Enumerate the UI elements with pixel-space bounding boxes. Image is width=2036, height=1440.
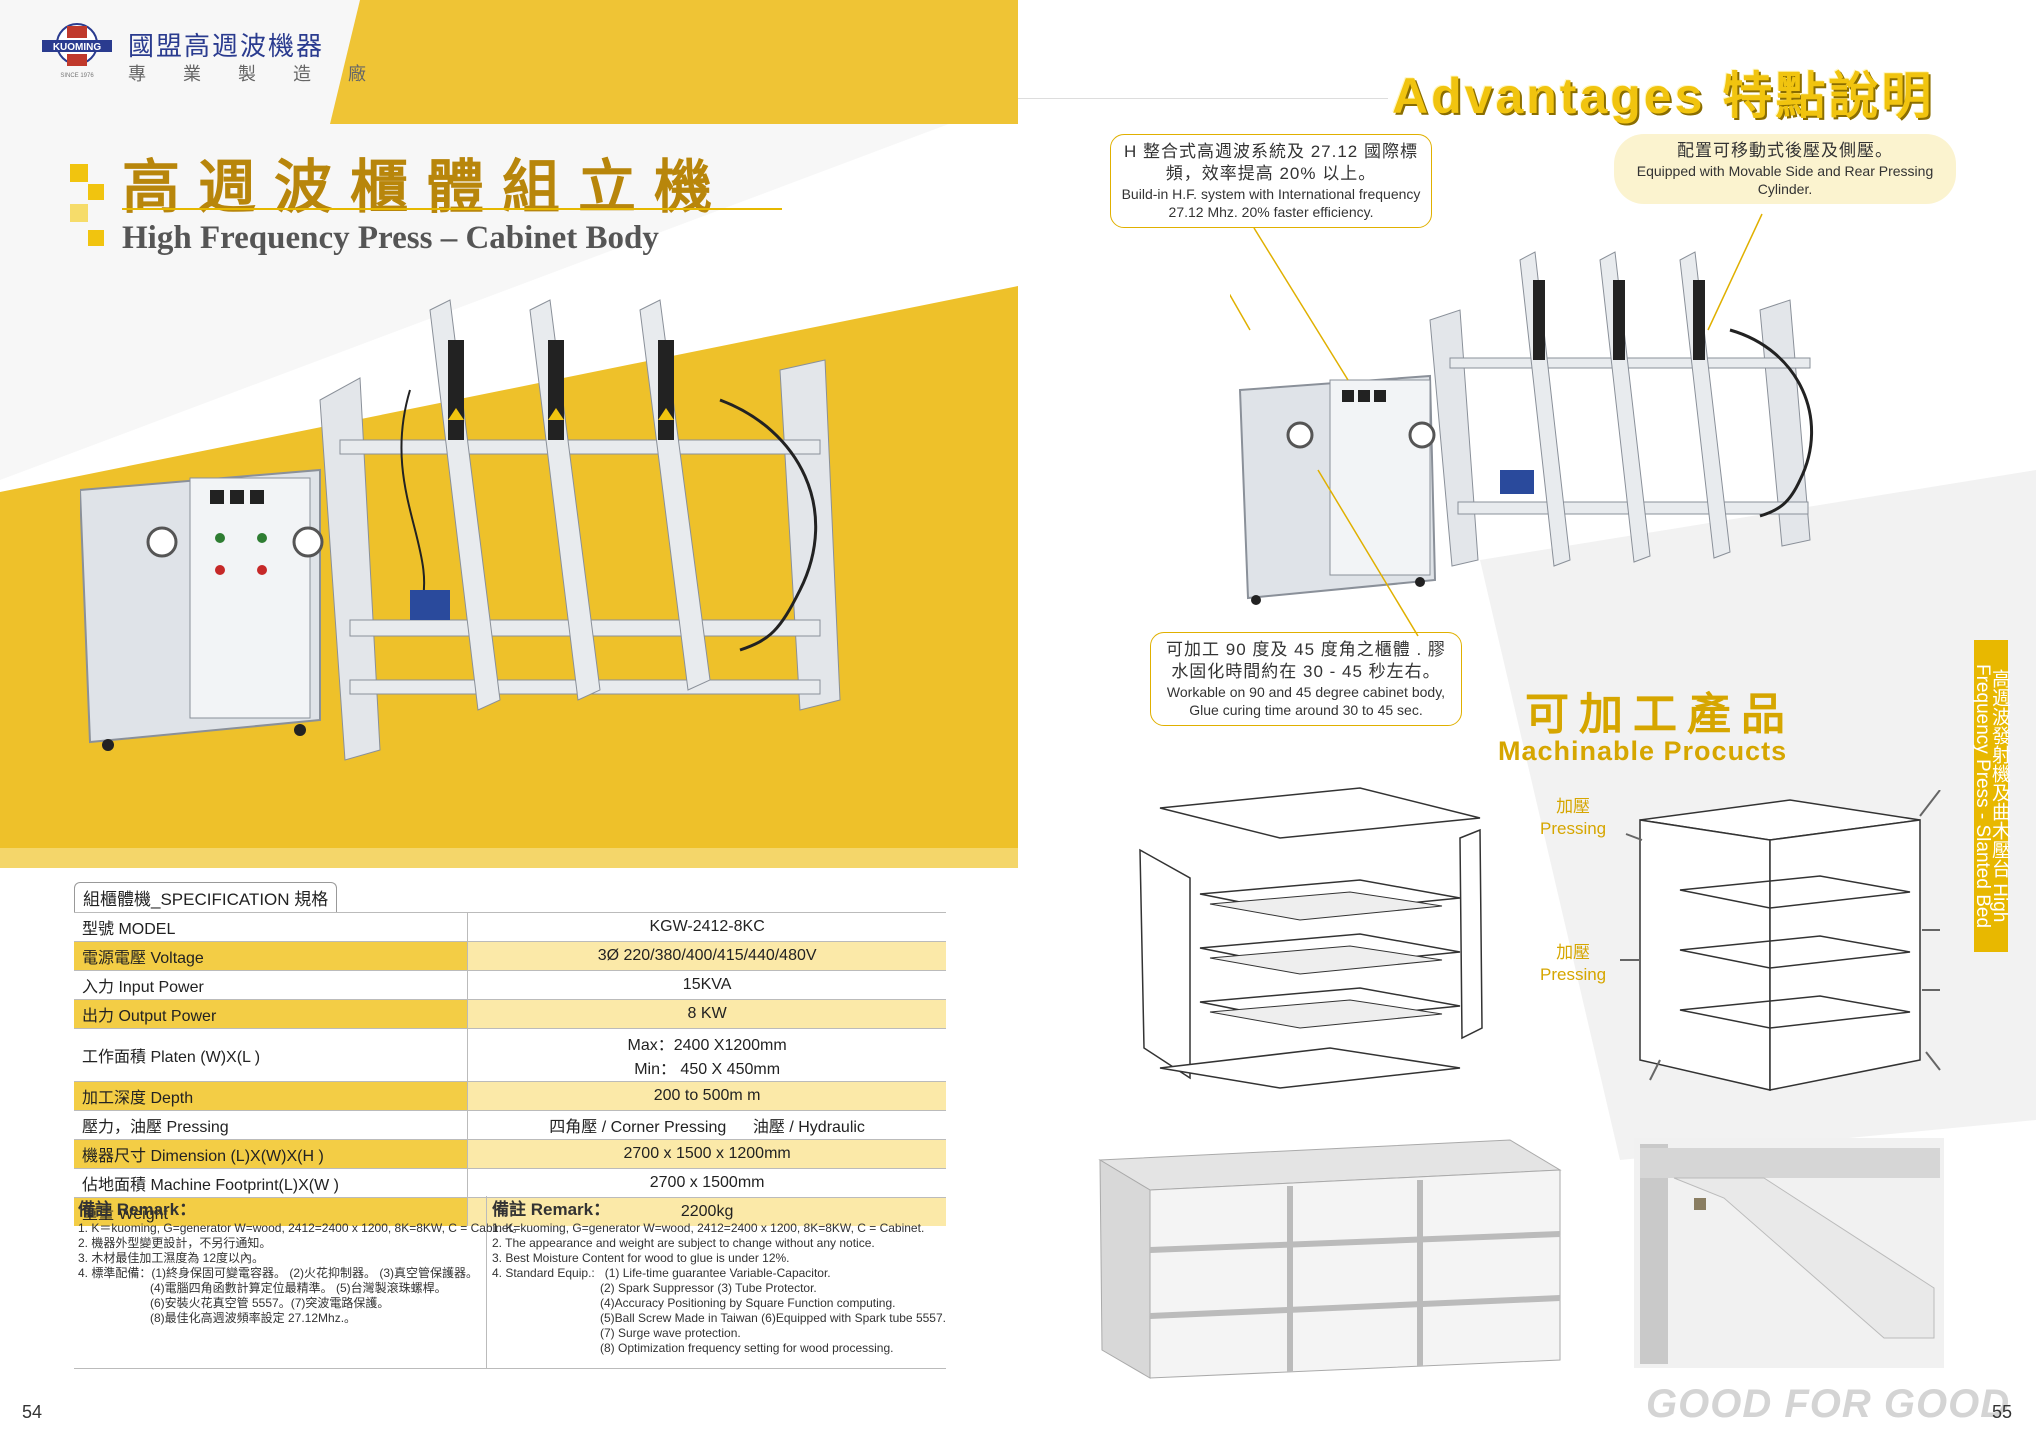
spec-label: 重量 Weight xyxy=(74,1197,468,1226)
spec-value: 200 to 500m m xyxy=(467,1081,946,1111)
company-tagline: 專 業 製 造 廠 xyxy=(128,64,383,84)
footer-slogan: GOOD FOR GOOD xyxy=(1646,1382,2011,1426)
pressing-label-en: Pressing xyxy=(1540,965,1607,984)
remark-line: 3. Best Moisture Content for wood to glu… xyxy=(492,1251,790,1265)
spec-value: 2700 x 1500 x 1200mm xyxy=(467,1139,946,1169)
spec-label: 型號 MODEL xyxy=(74,912,468,942)
pressing-arrows-icon xyxy=(1620,790,1941,1081)
spec-value: 15KVA xyxy=(467,970,946,1000)
cabinet-exploded-diagram xyxy=(1139,787,1483,1089)
spec-value: 四角壓 / Corner Pressing 油壓 / Hydraulic xyxy=(467,1110,946,1140)
remark-line: 1. K＝kuoming, G=generator W=wood, 2412=2… xyxy=(78,1221,524,1235)
spec-value: 2200kg xyxy=(467,1197,946,1226)
remark-line: 1. K=kuoming, G=generator W=wood, 2412=2… xyxy=(492,1221,925,1235)
callout-workable-angle: 可加工 90 度及 45 度角之櫃體 . 膠水固化時間約在 30 - 45 秒左… xyxy=(1150,632,1462,726)
spec-header: 組櫃體機_SPECIFICATION 規格 xyxy=(74,882,338,912)
title-divider xyxy=(122,208,782,210)
remark-line: 2. The appearance and weight are subject… xyxy=(492,1236,875,1250)
cabinet-pressed-diagram xyxy=(1620,790,1941,1091)
spec-row: 佔地面積 Machine Footprint(L)X(W )2700 x 150… xyxy=(74,1168,946,1198)
spec-label: 電源電壓 Voltage xyxy=(74,941,468,971)
spec-label: 出力 Output Power xyxy=(74,999,468,1029)
remark-divider xyxy=(486,1196,487,1368)
spec-label: 佔地面積 Machine Footprint(L)X(W ) xyxy=(74,1168,468,1198)
spec-label: 入力 Input Power xyxy=(74,970,468,1000)
logo-text: KUOMING xyxy=(53,42,102,53)
callout-workable-angle-en: Workable on 90 and 45 degree cabinet bod… xyxy=(1166,684,1446,718)
machinable-title-cn: 可加工產品 xyxy=(1525,689,1795,740)
spec-label: 工作面積 Platen (W)X(L ) xyxy=(74,1028,468,1082)
remark-line: (4)Accuracy Positioning by Square Functi… xyxy=(492,1296,896,1310)
company-logo: KUOMING SINCE 1976 xyxy=(40,20,114,80)
pressing-label-middle: 加壓 Pressing xyxy=(1540,942,1606,986)
callout-movable-cylinder-en: Equipped with Movable Side and Rear Pres… xyxy=(1636,163,1934,197)
spec-label: 壓力，油壓 Pressing xyxy=(74,1110,468,1140)
remark-cn: 備註 Remark： 1. K＝kuoming, G=generator W=w… xyxy=(78,1200,524,1326)
callout-workable-angle-cn: 可加工 90 度及 45 度角之櫃體 . 膠水固化時間約在 30 - 45 秒左… xyxy=(1166,640,1446,681)
remark-en-title: 備註 Remark： xyxy=(492,1200,611,1219)
pressing-label-en: Pressing xyxy=(1540,819,1607,838)
advantages-rule xyxy=(1018,98,1388,99)
spec-value: 2700 x 1500mm xyxy=(467,1168,946,1198)
title-squares-decoration xyxy=(70,164,104,246)
advantages-title: Advantages 特點說明 xyxy=(1392,68,1935,124)
spec-value: KGW-2412-8KC xyxy=(467,912,946,942)
company-name: 國盟高週波機器 xyxy=(128,31,325,61)
remark-cn-title: 備註 Remark： xyxy=(78,1200,197,1219)
remark-en: 備註 Remark： 1. K=kuoming, G=generator W=w… xyxy=(492,1200,946,1356)
spec-value: 8 KW xyxy=(467,999,946,1029)
callout-movable-cylinder: 配置可移動式後壓及側壓。 Equipped with Movable Side … xyxy=(1614,134,1956,204)
logo-since: SINCE 1976 xyxy=(60,73,94,79)
remark-bottom-rule xyxy=(74,1368,946,1369)
remark-line: 3. 木材最佳加工濕度為 12度以內。 xyxy=(78,1251,265,1265)
spec-label: 加工深度 Depth xyxy=(74,1081,468,1111)
product-title-cn: 高週波櫃體組立機 xyxy=(122,153,731,221)
remark-line: (5)Ball Screw Made in Taiwan (6)Equipped… xyxy=(492,1311,946,1325)
remark-line: (6)安裝火花真空管 5557。(7)突波電路保護。 xyxy=(78,1296,390,1310)
pressing-label-top: 加壓 Pressing xyxy=(1540,796,1606,840)
spec-value-max: Max：2400 X1200mm xyxy=(627,1037,787,1054)
pressing-label-cn: 加壓 xyxy=(1556,943,1591,962)
remark-line: (2) Spark Suppressor (3) Tube Protector. xyxy=(492,1281,817,1295)
callout-movable-cylinder-cn: 配置可移動式後壓及側壓。 xyxy=(1677,141,1893,160)
machinable-title-en: Machinable Procucts xyxy=(1498,736,1788,766)
remark-line: 4. Standard Equip.: (1) Life-time guaran… xyxy=(492,1266,831,1280)
callout-hf-system-en: Build-in H.F. system with International … xyxy=(1121,186,1421,220)
remark-line: (4)電腦四角函數計算定位最精準。 (5)台灣製滾珠螺桿。 xyxy=(78,1281,447,1295)
page-number-left: 54 xyxy=(22,1402,43,1422)
side-tab[interactable]: 高週波發射機及曲木壓台 High Frequency Press - Slant… xyxy=(1972,640,2010,952)
remark-line: 4. 標準配備：(1)終身保固可變電容器。 (2)火花抑制器。 (3)真空管保護… xyxy=(78,1266,479,1280)
side-tab-label: 高週波發射機及曲木壓台 High Frequency Press - Slant… xyxy=(1972,663,2010,929)
spec-value-min: Min： 450 X 450mm xyxy=(634,1061,781,1078)
spec-row: 機器尺寸 Dimension (L)X(W)X(H )2700 x 1500 x… xyxy=(74,1139,946,1169)
remark-line: (8) Optimization frequency setting for w… xyxy=(492,1341,894,1355)
callout-hf-system-cn: H 整合式高週波系統及 27.12 國際標頻，效率提高 20% 以上。 xyxy=(1124,142,1418,183)
remark-line: (7) Surge wave protection. xyxy=(492,1326,741,1340)
page-number-right: 55 xyxy=(1992,1402,2013,1422)
callout-hf-system: H 整合式高週波系統及 27.12 國際標頻，效率提高 20% 以上。 Buil… xyxy=(1110,134,1432,228)
product-title-en: High Frequency Press – Cabinet Body xyxy=(122,220,659,256)
remark-line: 2. 機器外型變更設計，不另行通知。 xyxy=(78,1236,272,1250)
cabinet-frame-photo xyxy=(1090,1130,1580,1380)
pressing-label-cn: 加壓 xyxy=(1556,797,1591,816)
cabinet-corner-photo xyxy=(1634,1138,1944,1368)
machine-photo xyxy=(80,299,841,761)
spec-value: 3Ø 220/380/400/415/440/480V xyxy=(467,941,946,971)
spec-label: 機器尺寸 Dimension (L)X(W)X(H ) xyxy=(74,1139,468,1169)
callout-leaders xyxy=(1253,213,1763,637)
remark-line: (8)最佳化高週波頻率設定 27.12Mhz.。 xyxy=(78,1311,357,1325)
machine-photo-advantages xyxy=(1230,251,1814,605)
